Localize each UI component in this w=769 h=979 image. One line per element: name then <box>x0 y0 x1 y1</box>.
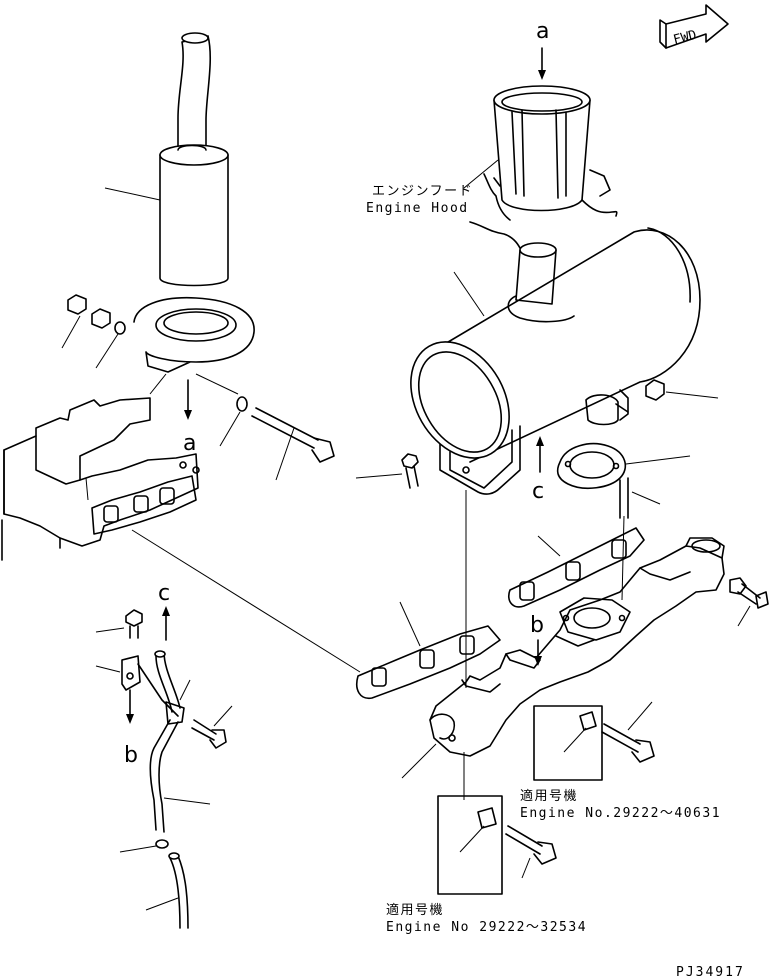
manifold-gasket-left <box>356 601 501 700</box>
drain-pipe-assembly: c b <box>95 581 211 929</box>
callout-c-pipe: c <box>158 581 170 606</box>
bracket-bolt <box>355 453 419 489</box>
serial-note-2-jp: 適用号機 <box>386 902 444 918</box>
callout-b-pipe: b <box>124 743 138 768</box>
callout-a-top: a <box>536 19 549 44</box>
fwd-label: FWD <box>672 28 699 48</box>
serial-box-2: 適用号機 Engine No 29222～32534 <box>386 795 587 935</box>
outlet-gasket <box>556 442 691 490</box>
serial-note-2-en: Engine No 29222～32534 <box>386 920 587 935</box>
hood-adapter: a エンジンフード Engine Hood <box>366 19 618 253</box>
box2-bolt <box>505 825 557 879</box>
serial-box-1: 適用号機 Engine No.29222～40631 <box>520 705 721 821</box>
hood-label-en: Engine Hood <box>366 201 469 216</box>
align-line-2 <box>621 515 625 601</box>
exhaust-manifold: b <box>401 537 725 779</box>
engine-block <box>1 397 200 561</box>
exhaust-clamp <box>133 296 255 395</box>
manifold-bolt-lower <box>601 701 655 763</box>
stud-bolt <box>619 477 661 519</box>
pipe-bracket-bolt <box>191 705 233 749</box>
muffler: c <box>410 227 701 504</box>
exhaust-stack-pipe <box>104 32 229 287</box>
callout-b-manifold: b <box>530 613 544 638</box>
hood-label-jp: エンジンフード <box>372 184 473 199</box>
leader-block-gasket <box>131 529 361 673</box>
manifold-gasket-right <box>508 527 645 608</box>
callout-a-left: a <box>183 431 196 456</box>
arrow-a-left: a <box>183 379 196 456</box>
long-bolt <box>219 396 335 481</box>
flange-nut <box>615 379 719 413</box>
serial-note-1-en: Engine No.29222～40631 <box>520 806 721 821</box>
callout-c-muffler: c <box>532 479 544 504</box>
drawing-number: PJ34917 <box>676 965 745 979</box>
nut-washer-group <box>61 294 126 369</box>
fwd-arrow-icon: FWD <box>659 4 729 49</box>
manifold-bolt-right <box>729 577 769 627</box>
serial-note-1-jp: 適用号機 <box>520 788 578 804</box>
